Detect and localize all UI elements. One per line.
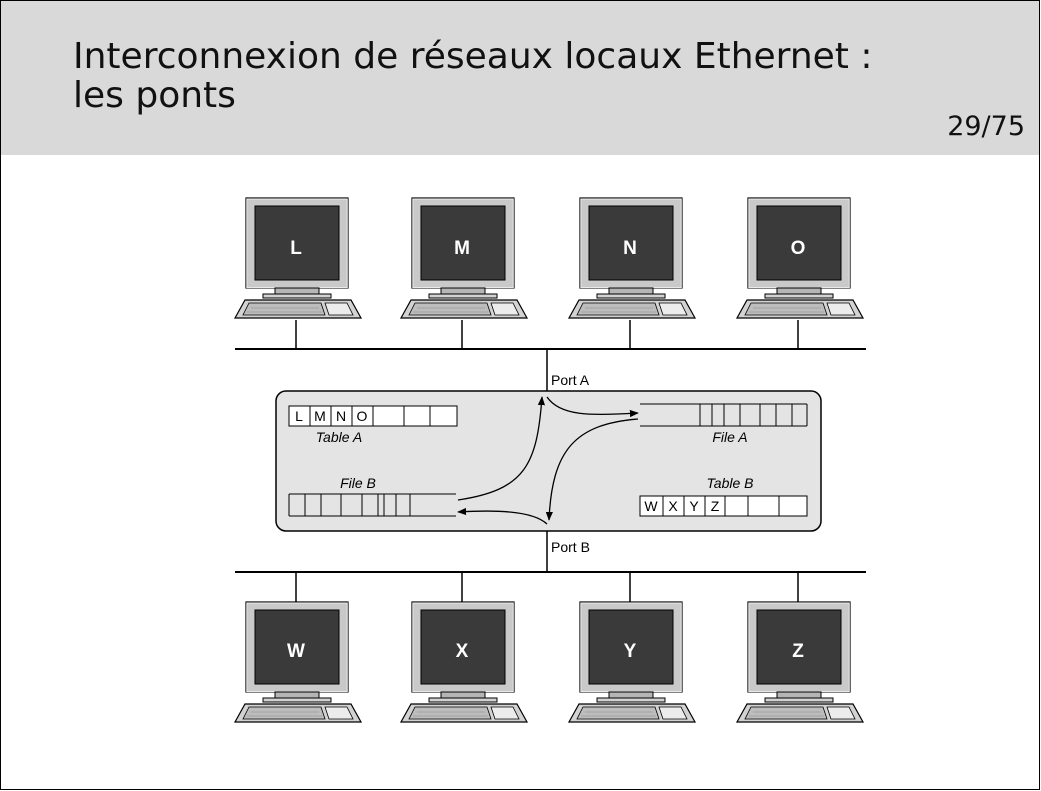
table-b: W X Y Z	[639, 495, 808, 517]
table-a-entry: O	[357, 408, 368, 424]
forwarding-arrows	[457, 396, 639, 525]
port-a-label: Port A	[551, 372, 590, 388]
table-b-entry: X	[668, 498, 678, 514]
slide-title: Interconnexion de réseaux locaux Etherne…	[73, 37, 873, 115]
station-label: N	[623, 238, 637, 259]
table-b-entry: Z	[711, 498, 720, 514]
table-a: L M N O	[288, 405, 458, 427]
port-b-label: Port B	[551, 539, 590, 555]
table-a-entry: M	[314, 408, 326, 424]
table-a-entry: L	[295, 408, 303, 424]
slide-title-line-2: les ponts	[73, 75, 236, 116]
table-b-entry: Y	[689, 498, 699, 514]
station-top-n: N	[568, 197, 696, 319]
station-label: L	[290, 238, 302, 259]
station-label: Y	[624, 641, 637, 662]
station-bottom-w: W	[234, 601, 362, 723]
station-label: Z	[792, 641, 804, 662]
slide-header: Interconnexion de réseaux locaux Etherne…	[1, 1, 1039, 155]
bottom-drop-lines	[295, 572, 799, 602]
file-b-queue	[288, 493, 456, 517]
station-label: O	[791, 238, 806, 259]
table-b-entry: W	[644, 498, 658, 514]
slide-title-line-1: Interconnexion de réseaux locaux Etherne…	[73, 36, 873, 77]
station-top-o: O	[736, 197, 864, 319]
table-a-label: Table A	[316, 429, 362, 445]
file-a-queue	[640, 403, 808, 427]
table-a-entry: N	[336, 408, 346, 424]
station-label: X	[456, 641, 469, 662]
file-b-label: File B	[340, 475, 376, 491]
station-top-m: M	[400, 197, 528, 319]
station-bottom-y: Y	[568, 601, 696, 723]
file-a-label: File A	[712, 429, 747, 445]
arrow-file-a-to-port-b	[545, 418, 639, 521]
arrow-port-a-to-file-a	[546, 396, 639, 418]
arrow-file-b-to-port-a	[457, 396, 545, 501]
top-drop-lines	[295, 320, 799, 349]
arrow-port-b-to-file-b	[457, 507, 548, 525]
page-number: 29/75	[947, 111, 1025, 142]
station-top-l: L	[234, 197, 362, 319]
station-label: M	[454, 238, 470, 259]
station-bottom-z: Z	[736, 601, 864, 723]
station-bottom-x: X	[400, 601, 528, 723]
station-label: W	[287, 641, 305, 662]
table-b-label: Table B	[707, 475, 754, 491]
